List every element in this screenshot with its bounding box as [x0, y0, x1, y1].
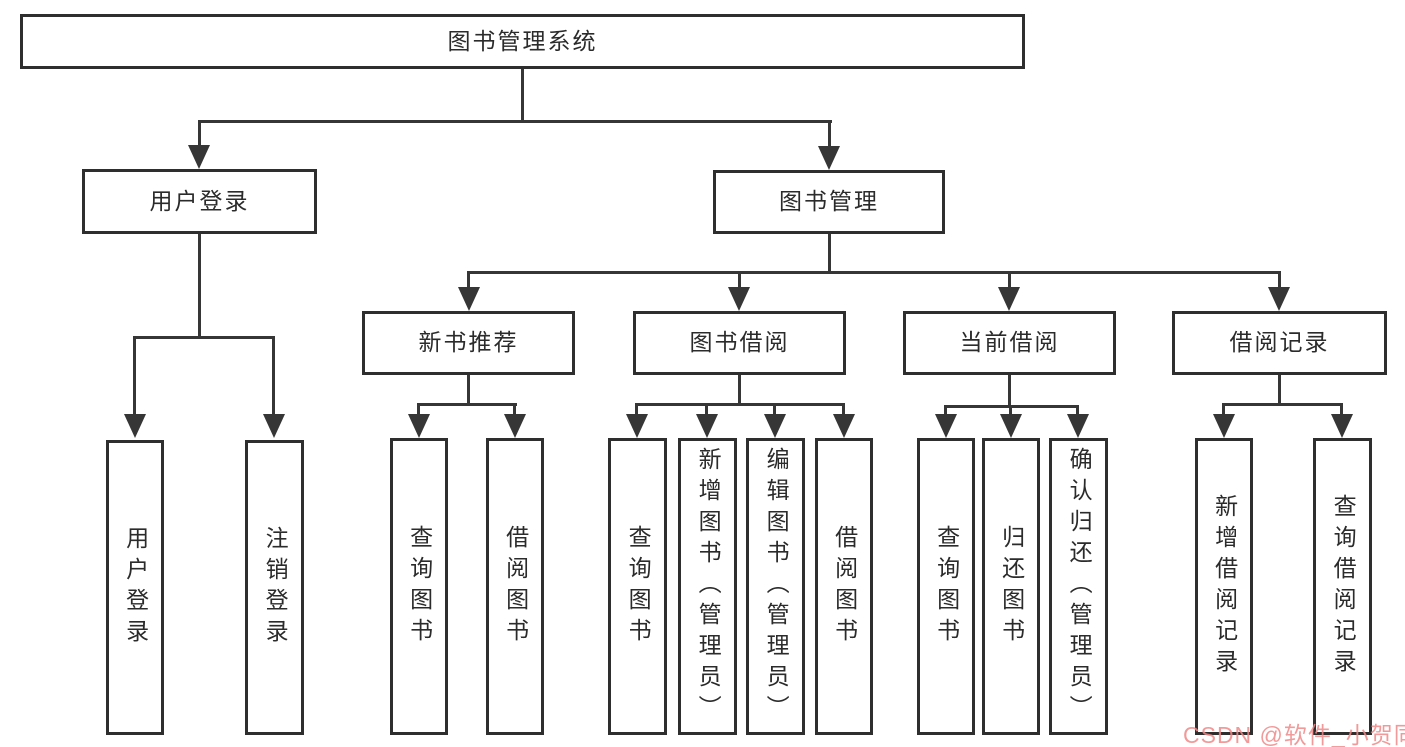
- arrow-down-icon: [935, 414, 957, 438]
- connector-to-logout-leaf: [272, 336, 275, 416]
- node-current-borrow: 当前借阅: [903, 311, 1116, 375]
- arrow-down-icon: [124, 414, 146, 438]
- connector-groupD-1: [1222, 403, 1225, 416]
- node-book-mgmt-branch: 图书管理: [713, 170, 945, 234]
- node-nbr-borrow-books: 借阅图书: [486, 438, 544, 735]
- arrow-down-icon: [458, 287, 480, 311]
- arrow-down-icon: [408, 414, 430, 438]
- connector-level1-bar: [198, 120, 832, 123]
- connector-groupB-bar: [636, 403, 845, 406]
- node-bb-query-books: 查询图书: [608, 438, 667, 735]
- connector-groupD-stem: [1278, 375, 1281, 406]
- node-user-login-branch: 用户登录: [82, 169, 317, 234]
- connector-to-book-mgmt: [828, 120, 831, 148]
- connector-user-login-stem: [198, 234, 201, 339]
- arrow-down-icon: [1331, 414, 1353, 438]
- connector-groupC-2: [1009, 405, 1012, 416]
- connector-groupB-3: [773, 403, 776, 416]
- connector-groupA-2: [513, 403, 516, 416]
- arrow-down-icon: [1000, 414, 1022, 438]
- connector-groupD-2: [1340, 403, 1343, 416]
- connector-to-book-borrow: [738, 271, 741, 290]
- connector-groupD-bar: [1223, 403, 1343, 406]
- arrow-down-icon: [998, 287, 1020, 311]
- node-user-login-leaf: 用户登录: [106, 440, 164, 735]
- connector-book-mgmt-stem: [828, 234, 831, 274]
- connector-to-new-book-rec: [467, 271, 470, 290]
- connector-to-borrow-records: [1278, 271, 1281, 290]
- arrow-down-icon: [1213, 414, 1235, 438]
- connector-groupC-stem: [1008, 375, 1011, 408]
- arrow-down-icon: [728, 287, 750, 311]
- connector-level2-bar: [467, 271, 1281, 274]
- node-bb-borrow-books: 借阅图书: [815, 438, 873, 735]
- arrow-down-icon: [504, 414, 526, 438]
- connector-groupC-1: [944, 405, 947, 416]
- node-borrow-records: 借阅记录: [1172, 311, 1387, 375]
- node-br-query-record: 查询借阅记录: [1313, 438, 1372, 735]
- csdn-watermark: CSDN @软件_小贺同学: [1183, 722, 1405, 747]
- connector-user-login-bar: [133, 336, 275, 339]
- arrow-down-icon: [1268, 287, 1290, 311]
- arrow-down-icon: [833, 414, 855, 438]
- node-logout-leaf: 注销登录: [245, 440, 304, 735]
- node-new-book-recommend: 新书推荐: [362, 311, 575, 375]
- connector-to-current-borrow: [1008, 271, 1011, 290]
- node-bb-add-books-admin: 新增图书（管理员）: [678, 438, 737, 735]
- node-bb-edit-books-admin: 编辑图书（管理员）: [746, 438, 805, 735]
- connector-groupC-bar: [945, 405, 1079, 408]
- node-br-add-record: 新增借阅记录: [1195, 438, 1253, 735]
- connector-to-login-leaf: [133, 336, 136, 416]
- connector-groupC-3: [1076, 405, 1079, 416]
- connector-groupA-1: [417, 403, 420, 416]
- arrow-down-icon: [696, 414, 718, 438]
- arrow-down-icon: [1067, 414, 1089, 438]
- arrow-down-icon: [626, 414, 648, 438]
- node-nbr-query-books: 查询图书: [390, 438, 448, 735]
- connector-groupB-stem: [738, 375, 741, 406]
- connector-groupB-1: [635, 403, 638, 416]
- node-cb-return-books: 归还图书: [982, 438, 1040, 735]
- connector-root-trunk: [521, 69, 524, 123]
- arrow-down-icon: [764, 414, 786, 438]
- arrow-down-icon: [188, 145, 210, 169]
- connector-to-user-login: [198, 120, 201, 148]
- connector-groupB-4: [842, 403, 845, 416]
- connector-groupB-2: [705, 403, 708, 416]
- node-cb-query-books: 查询图书: [917, 438, 975, 735]
- node-cb-confirm-return-admin: 确认归还（管理员）: [1049, 438, 1108, 735]
- node-book-borrow: 图书借阅: [633, 311, 846, 375]
- connector-groupA-bar: [418, 403, 517, 406]
- connector-groupA-stem: [467, 375, 470, 406]
- node-root: 图书管理系统: [20, 14, 1025, 69]
- arrow-down-icon: [263, 414, 285, 438]
- arrow-down-icon: [818, 146, 840, 170]
